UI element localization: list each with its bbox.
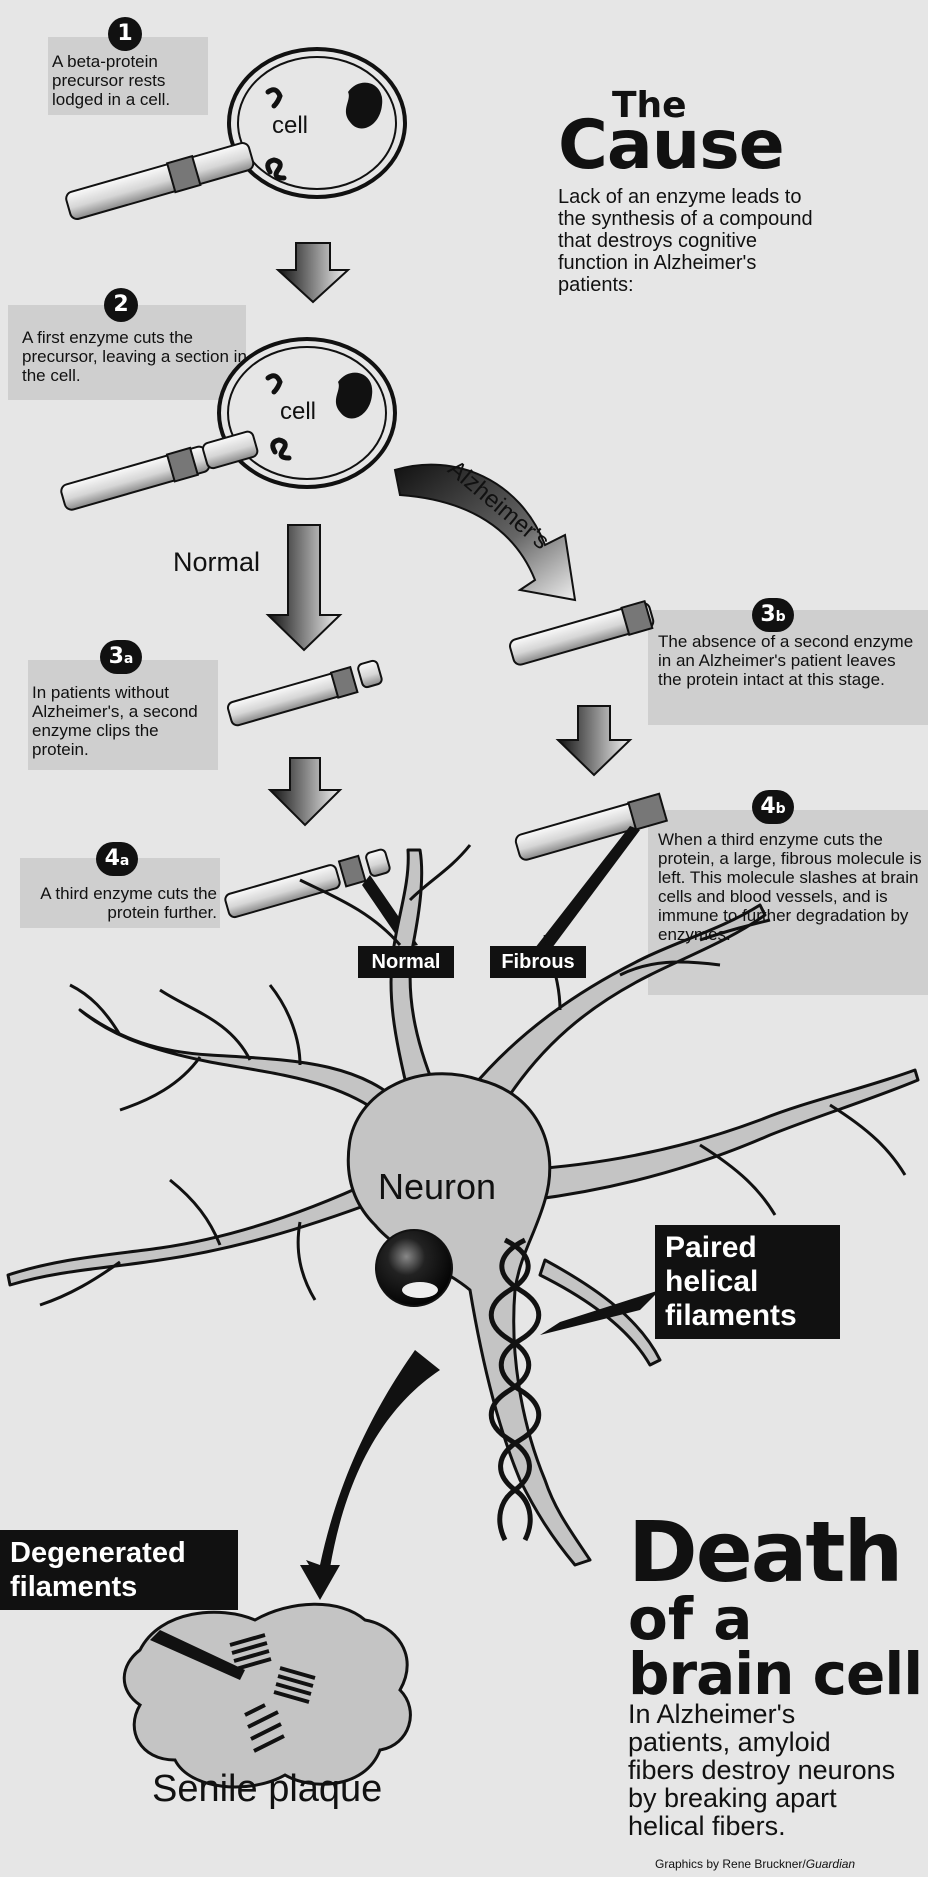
step3a-text: In patients without Alzheimer's, a secon… (32, 683, 202, 759)
cause-title-large: Cause (558, 114, 784, 178)
down-arrow-3b (558, 706, 630, 775)
step1-number: 1 (108, 17, 142, 51)
step3b-number: 3b (752, 598, 794, 632)
paired-label-line1: Paired (665, 1231, 830, 1265)
neuron-nucleus-highlight (402, 1282, 438, 1298)
normal-path-label: Normal (173, 547, 260, 578)
paired-label-line3: filaments (665, 1299, 830, 1333)
degeneration-arrowhead (300, 1565, 340, 1600)
step2-text: A first enzyme cuts the precursor, leavi… (22, 328, 247, 385)
step2-number: 2 (104, 288, 138, 322)
cell-1-label: cell (272, 112, 308, 140)
degen-label-line2: filaments (10, 1570, 228, 1604)
step3a-number: 3a (100, 640, 142, 674)
death-title-1: Death (628, 1510, 901, 1594)
normal-down-arrow (268, 525, 340, 650)
down-arrow-3a (270, 758, 340, 825)
down-arrow-1 (278, 243, 348, 302)
senile-plaque-label: Senile plaque (152, 1768, 382, 1811)
step4b-text: When a third enzyme cuts the protein, a … (658, 830, 926, 944)
protein-4b (514, 794, 667, 863)
step4a-text: A third enzyme cuts the protein further. (32, 884, 217, 922)
senile-plaque (124, 1604, 410, 1787)
step4b-number: 4b (752, 790, 794, 824)
normal-box: Normal (358, 946, 454, 978)
step4a-number: 4a (96, 842, 138, 876)
graphics-credit: Graphics by Rene Bruckner/Guardian (655, 1857, 855, 1871)
death-description: In Alzheimer's patients, amyloid fibers … (628, 1700, 898, 1840)
neuron-label: Neuron (378, 1166, 496, 1208)
cause-description: Lack of an enzyme leads to the synthesis… (558, 186, 828, 296)
degenerated-filaments-label: Degenerated filaments (0, 1530, 238, 1610)
degen-label-line1: Degenerated (10, 1536, 228, 1570)
death-title-3: brain cell (628, 1645, 922, 1703)
protein-3a (226, 660, 383, 728)
credit-prefix: Graphics by Rene Bruckner/ (655, 1857, 806, 1871)
step1-text: A beta-protein precursor rests lodged in… (52, 52, 202, 109)
protein-3b (508, 600, 655, 667)
degeneration-arrow (306, 1350, 440, 1580)
paired-helical-label: Paired helical filaments (655, 1225, 840, 1339)
credit-source: Guardian (806, 1857, 855, 1871)
paired-label-line2: helical (665, 1265, 830, 1299)
cell-2-label: cell (280, 398, 316, 426)
step3b-text: The absence of a second enzyme in an Alz… (658, 632, 923, 689)
fibrous-box: Fibrous (490, 946, 586, 978)
